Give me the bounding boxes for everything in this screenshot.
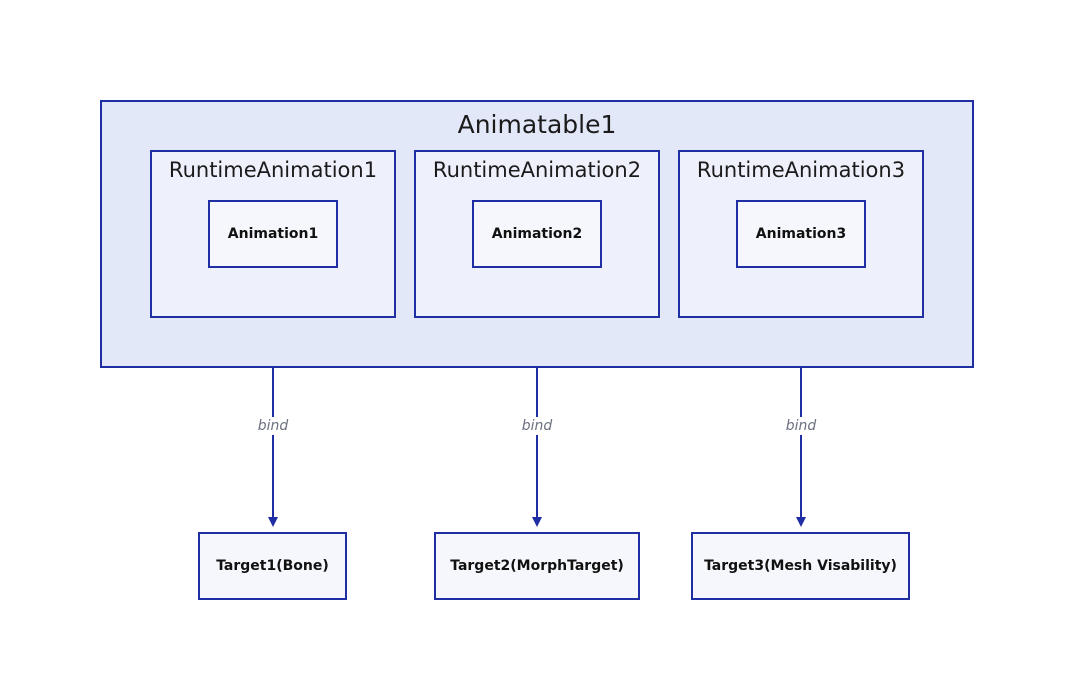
runtime-animation-1[interactable]: RuntimeAnimation1 Animation1: [150, 150, 396, 318]
runtime-animation-3[interactable]: RuntimeAnimation3 Animation3: [678, 150, 924, 318]
runtime-animation-2[interactable]: RuntimeAnimation2 Animation2: [414, 150, 660, 318]
edge-label-bind-1: bind: [243, 417, 303, 435]
animation-node-2[interactable]: Animation2: [472, 200, 602, 268]
animation-node-3[interactable]: Animation3: [736, 200, 866, 268]
animation-node-1[interactable]: Animation1: [208, 200, 338, 268]
target-node-mesh-visibility[interactable]: Target3(Mesh Visability): [691, 532, 910, 600]
runtime-animation-title: RuntimeAnimation1: [168, 158, 378, 182]
target-node-morph-target[interactable]: Target2(MorphTarget): [434, 532, 640, 600]
animatable-title: Animatable1: [457, 110, 617, 139]
edge-label-bind-3: bind: [771, 417, 831, 435]
runtime-animation-title: RuntimeAnimation3: [696, 158, 906, 182]
runtime-animation-title: RuntimeAnimation2: [432, 158, 642, 182]
target-node-bone[interactable]: Target1(Bone): [198, 532, 347, 600]
edge-label-bind-2: bind: [507, 417, 567, 435]
